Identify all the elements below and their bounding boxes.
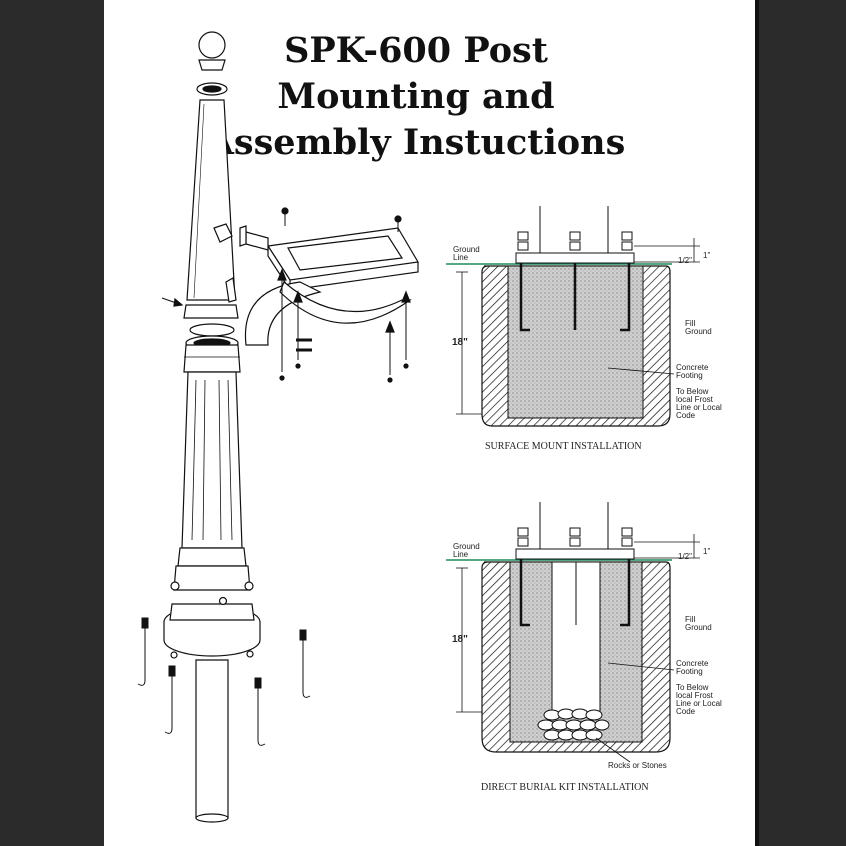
burial-fill-ground-2: Ground xyxy=(685,623,712,632)
burial-ground-line-label-2: Line xyxy=(453,550,469,559)
burial-concrete-2: Footing xyxy=(676,667,703,676)
surface-depth-label: 18" xyxy=(452,337,468,348)
burial-rocks-label: Rocks or Stones xyxy=(608,761,667,770)
title-line-1: SPK-600 Post xyxy=(284,30,548,71)
title-line-2: Mounting and xyxy=(277,76,555,117)
direct-burial-diagram: Ground Line 1" 1/2" 18" Fill Ground Conc… xyxy=(446,502,722,793)
shaft-bracket xyxy=(213,223,233,243)
fluted-shaft xyxy=(181,371,243,549)
surface-caption: SURFACE MOUNT INSTALLATION xyxy=(485,441,642,452)
burial-frost-1: To Below xyxy=(676,683,709,692)
burial-dim-half: 1/2" xyxy=(678,552,692,561)
burial-frost-3: Line or Local xyxy=(676,699,722,708)
burial-frost-2: local Frost xyxy=(676,691,714,700)
upper-shaft xyxy=(186,99,236,301)
surface-dim-half: 1/2" xyxy=(678,256,692,265)
page-shadow xyxy=(755,0,759,846)
surface-frost-2: local Frost xyxy=(676,395,714,404)
burial-concrete-1: Concrete xyxy=(676,659,709,668)
finial-collar xyxy=(198,59,226,71)
surface-dim-top: 1" xyxy=(703,251,710,260)
surface-frost-4: Code xyxy=(676,411,696,420)
post-exploded-view xyxy=(137,31,419,823)
burial-depth-label: 18" xyxy=(452,634,468,645)
burial-fill-ground-1: Fill xyxy=(685,615,695,624)
page-title: SPK-600 Post Mounting and Assembly Instu… xyxy=(196,28,636,166)
surface-mount-diagram: Ground Line 1" 1/2" 18" Fill Ground Conc… xyxy=(446,206,722,452)
rocks-or-stones xyxy=(537,708,610,741)
surface-frost-1: To Below xyxy=(676,387,709,396)
title-line-3: Assembly Instuctions xyxy=(206,122,626,163)
finial-ball xyxy=(198,31,226,59)
coupling-ring xyxy=(183,304,239,319)
surface-concrete-1: Concrete xyxy=(676,363,709,372)
surface-fill-ground-2: Ground xyxy=(685,327,712,336)
lower-pole xyxy=(195,659,229,819)
surface-fill-ground-1: Fill xyxy=(685,319,695,328)
curved-strap-2 xyxy=(279,280,412,324)
surface-concrete-2: Footing xyxy=(676,371,703,380)
surface-ground-line-label-1: Ground xyxy=(453,245,480,254)
burial-frost-4: Code xyxy=(676,707,696,716)
burial-dim-top: 1" xyxy=(703,547,710,556)
surface-frost-3: Line or Local xyxy=(676,403,722,412)
burial-caption: DIRECT BURIAL KIT INSTALLATION xyxy=(481,782,649,793)
surface-ground-line-label-2: Line xyxy=(453,253,469,262)
anchor-bolts xyxy=(137,617,311,746)
burial-ground-line-label-1: Ground xyxy=(453,542,480,551)
capital xyxy=(183,344,241,373)
